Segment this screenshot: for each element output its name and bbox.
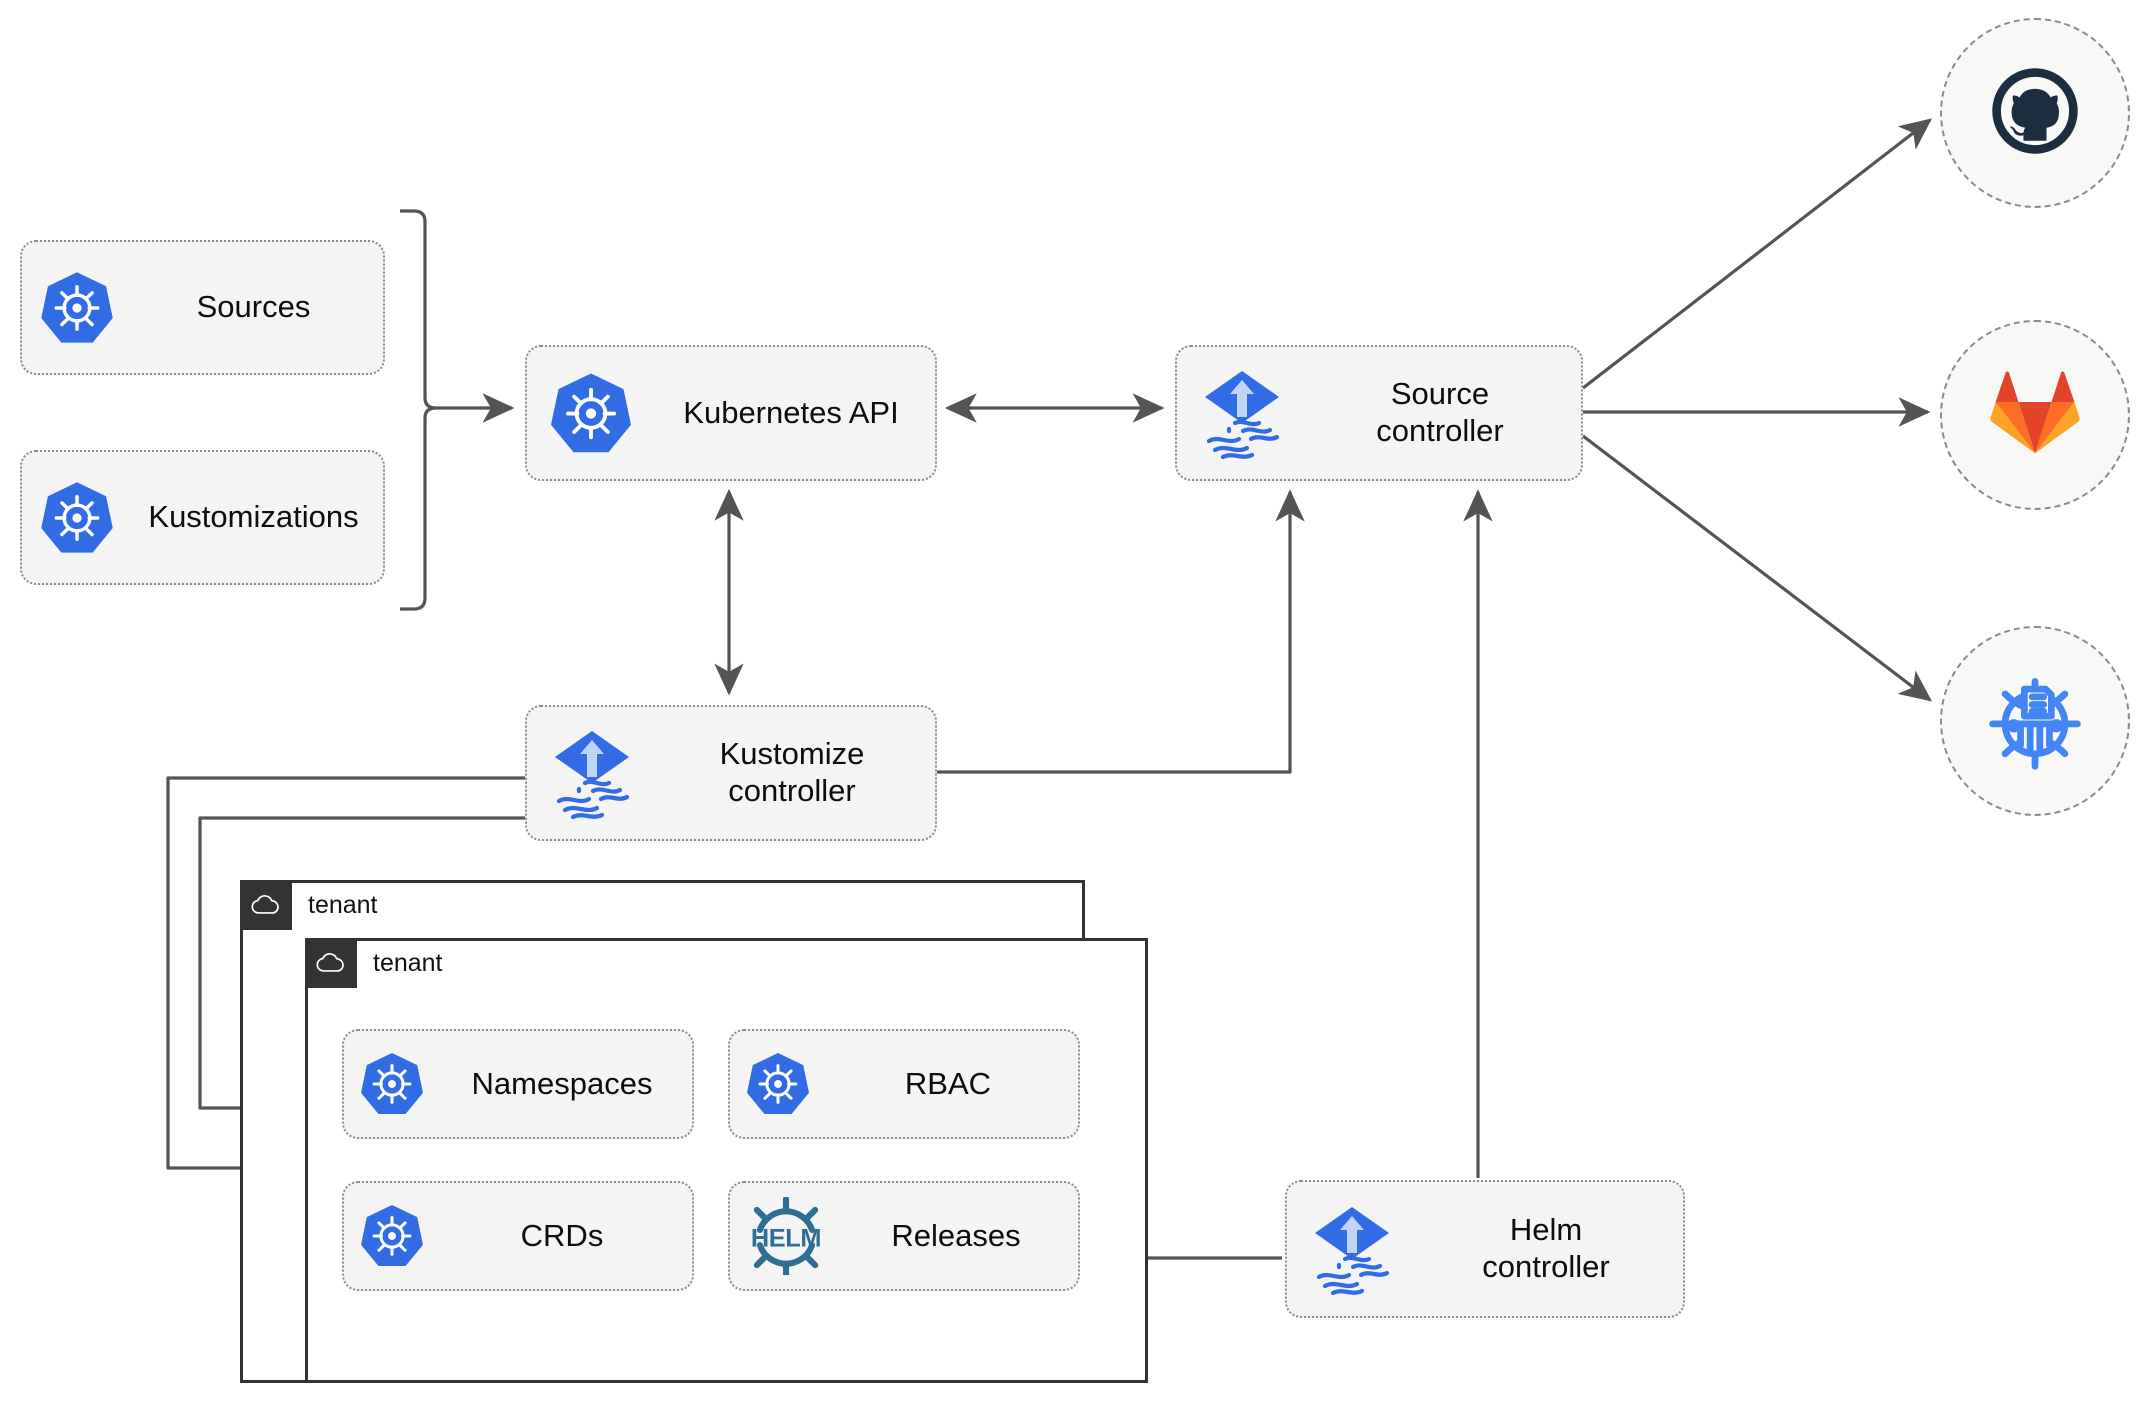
resource-label: Sources [196,289,311,325]
source-controller-node[interactable]: Source controller [1175,345,1583,481]
flux-icon [1287,1203,1417,1295]
kubernetes-icon [22,270,132,346]
helm-icon: HELM [730,1197,842,1275]
github-icon [1987,63,2083,164]
resource-label: Kustomizations [148,499,359,535]
tenant-header: tenant [305,938,443,988]
kubernetes-api-node[interactable]: Kubernetes API [525,345,937,481]
kubernetes-icon [344,1203,440,1269]
provider-github[interactable] [1940,18,2130,208]
resource-box-sources[interactable]: Sources [20,240,385,375]
tenant-header: tenant [240,880,378,930]
tenant-resource-rbac[interactable]: RBAC [728,1029,1080,1139]
tenant-resource-crds[interactable]: CRDs [342,1181,694,1291]
tenant-resource-label: RBAC [904,1065,992,1101]
kubernetes-icon [527,371,655,456]
tenant-resource-namespaces[interactable]: Namespaces [342,1029,694,1139]
kubernetes-icon [344,1051,440,1117]
kustomize-controller-node[interactable]: Kustomize controller [525,705,937,841]
tenant-resource-label: Namespaces [471,1065,653,1101]
helm-controller-node[interactable]: Helm controller [1285,1180,1685,1318]
tenant-label: tenant [373,948,443,977]
tenant-container-inner[interactable]: tenant [305,938,1148,1383]
cloud-icon [240,880,292,930]
source-controller-label: Source controller [1376,376,1504,448]
tenant-resource-label: CRDs [520,1217,604,1253]
provider-helm-repository[interactable] [1940,626,2130,816]
helm-controller-label: Helm controller [1482,1212,1610,1284]
helm-repository-icon [1982,666,2088,777]
tenant-resource-label: Releases [891,1217,1021,1253]
gitlab-icon [1989,369,2081,462]
kubernetes-icon [22,480,132,556]
flux-icon [527,727,657,819]
kubernetes-api-label: Kubernetes API [683,394,899,430]
svg-text:HELM: HELM [751,1225,821,1253]
cloud-icon [305,938,357,988]
kustomize-controller-label: Kustomize controller [719,736,865,808]
flux-icon [1177,367,1307,459]
resource-box-kustomizations[interactable]: Kustomizations [20,450,385,585]
tenant-resource-releases[interactable]: HELM Releases [728,1181,1080,1291]
kubernetes-icon [730,1051,826,1117]
tenant-label: tenant [308,890,378,919]
provider-gitlab[interactable] [1940,320,2130,510]
